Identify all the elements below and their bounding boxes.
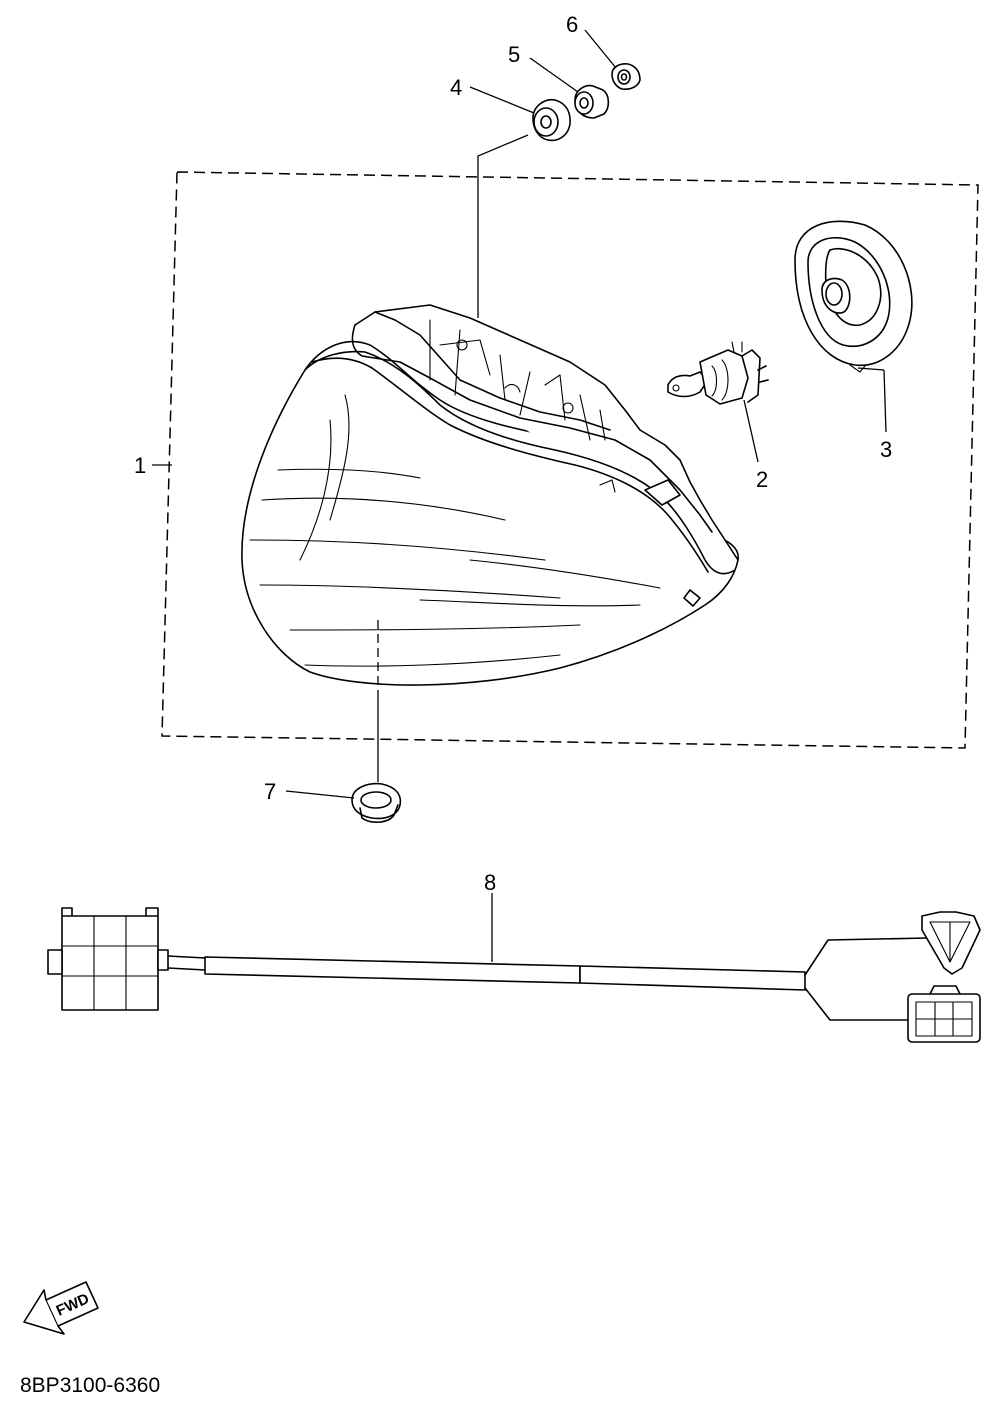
forward-arrow-icon: FWD bbox=[23, 1281, 99, 1335]
callout-5: 5 bbox=[508, 42, 520, 67]
bulb-cover bbox=[794, 220, 913, 373]
drawing-code: 8BP3100-6360 bbox=[20, 1374, 160, 1397]
collar bbox=[574, 84, 610, 119]
callout-2: 2 bbox=[756, 467, 768, 492]
headlight-bulb bbox=[667, 341, 769, 405]
callout-6: 6 bbox=[566, 12, 578, 37]
callout-1: 1 bbox=[134, 453, 146, 478]
leader-lines bbox=[152, 29, 887, 962]
callout-8: 8 bbox=[484, 870, 496, 895]
callout-7: 7 bbox=[264, 779, 276, 804]
headlight-housing bbox=[241, 304, 739, 686]
wire-harness bbox=[47, 907, 981, 1043]
assembly-boundary bbox=[161, 171, 979, 749]
callout-4: 4 bbox=[450, 75, 462, 100]
nut bbox=[611, 63, 641, 90]
grommet bbox=[532, 98, 571, 142]
plug bbox=[351, 782, 402, 823]
callout-3: 3 bbox=[880, 437, 892, 462]
